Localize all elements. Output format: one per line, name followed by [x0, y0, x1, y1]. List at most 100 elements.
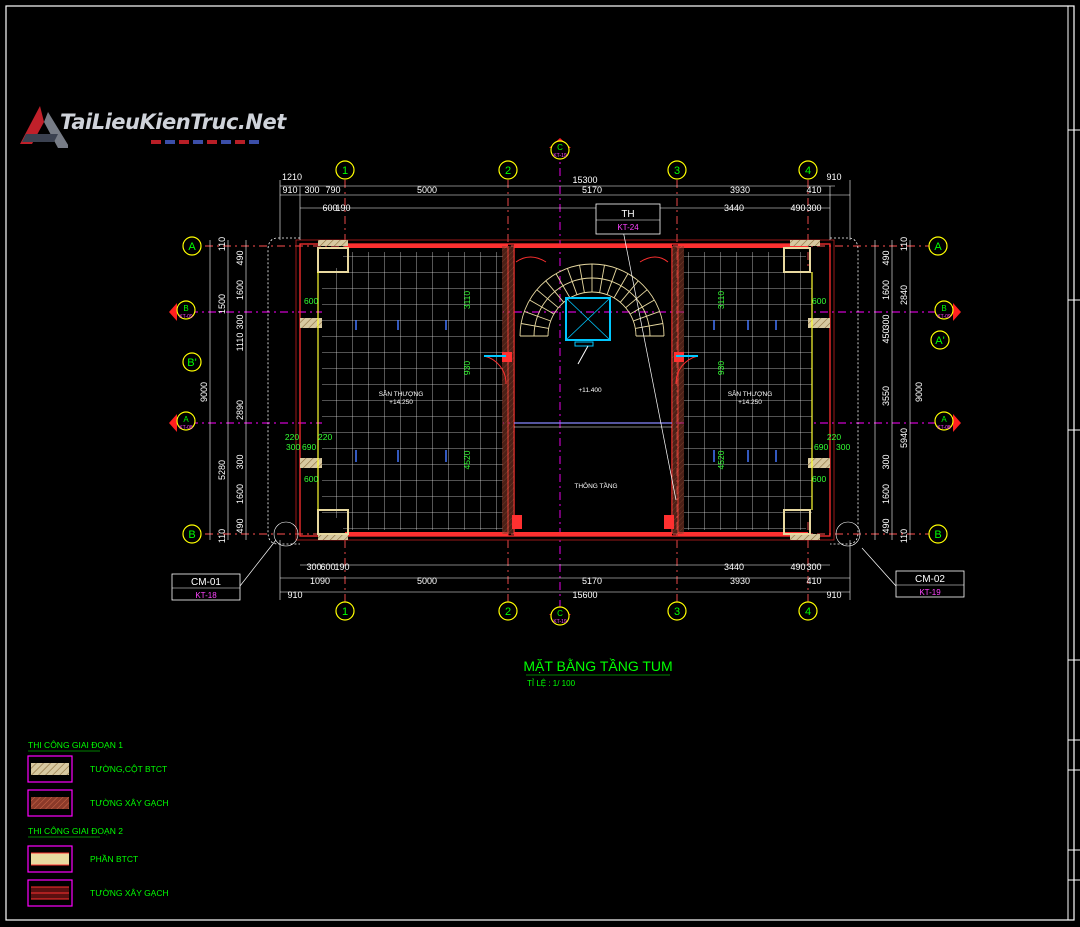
grid-bubble-1-bottom: 1 [335, 601, 355, 621]
watermark-color-bar [151, 140, 259, 146]
void-lines [514, 214, 677, 501]
dim-inner-930-left: 930 [462, 361, 472, 375]
svg-text:B: B [941, 304, 946, 313]
legend-swatch-concrete-wall [27, 755, 73, 783]
dim-inner-220-right-top: 220 [827, 432, 841, 442]
callout-cm02-ref: KT-19 [919, 588, 941, 597]
svg-text:C: C [557, 609, 563, 618]
dim-left-490-bottom: 490 [235, 518, 245, 533]
svg-text:A': A' [935, 335, 944, 347]
svg-text:KT-19: KT-19 [553, 153, 567, 159]
grid-axes [190, 150, 950, 615]
dim-inner-3110-right: 3110 [716, 291, 726, 310]
drawing-scale: TỈ LỆ : 1/ 100 [527, 679, 576, 688]
grid-bubble-a-left-top: A [182, 236, 202, 256]
legend-swatch-brick-wall [27, 789, 73, 817]
dim-top-600: 600 [322, 203, 337, 213]
dim-left-5280: 5280 [217, 460, 227, 480]
legend: THI CÔNG GIAI ĐOẠN 1 TƯỜNG,CỘT BTCT TƯỜN… [27, 740, 169, 907]
stair-tread [613, 273, 629, 299]
svg-text:B: B [188, 529, 195, 541]
watermark-logo-icon [20, 106, 68, 148]
svg-text:2: 2 [505, 606, 511, 618]
grid-bubbles-left: A B' B [182, 236, 202, 544]
room-right-name: SÂN THƯỢNG [728, 389, 773, 398]
grid-bubble-3-top: 3 [667, 160, 687, 180]
spiral-staircase [515, 256, 669, 337]
dim-top-490: 490 [790, 203, 805, 213]
callout-cm02-label: CM-02 [915, 574, 945, 585]
dim-right-110-bottom: 110 [899, 529, 909, 543]
dim-inner-300-right: 300 [836, 442, 850, 452]
dim-left-2890: 2890 [235, 400, 245, 420]
dim-inner-4520-left: 4520 [462, 450, 472, 469]
legend-phase2-title: THI CÔNG GIAI ĐOẠN 2 [28, 826, 123, 836]
grid-bubble-4-bottom: 4 [798, 601, 818, 621]
grid-bubble-b-right-bottom: B [928, 524, 948, 544]
dim-inner-600-b: 600 [304, 474, 318, 484]
floor-drains [355, 320, 777, 462]
legend-swatch-concrete-part [27, 845, 73, 873]
dimension-texts-left: 9000 110 490 1500 1600 300 1110 2890 528… [199, 237, 245, 543]
dim-bottom-300: 300 [306, 562, 321, 572]
dim-top-5000: 5000 [417, 185, 437, 195]
stair-tread [606, 268, 618, 295]
svg-text:A: A [188, 241, 196, 253]
dim-top-5170: 5170 [582, 185, 602, 195]
dim-top-910-right: 910 [826, 172, 841, 182]
dim-bottom-410: 410 [806, 576, 821, 586]
svg-text:A: A [934, 241, 942, 253]
wall-hatching [300, 240, 830, 540]
svg-text:4: 4 [805, 606, 811, 618]
grid-bubble-bp-left: B' [182, 352, 202, 372]
callout-th: TH KT-24 [595, 203, 661, 235]
dim-left-1600-bottom: 1600 [235, 484, 245, 504]
dim-left-300-bottom: 300 [235, 454, 245, 469]
dim-inner-220-left-top: 220 [285, 432, 299, 442]
dim-right-1600-bottom: 1600 [881, 484, 891, 504]
sheet-frame [5, 5, 1080, 921]
grid-bubbles-bottom: 1 2 3 4 [335, 601, 818, 621]
callout-cm01: CM-01 KT-18 [171, 521, 299, 601]
dim-bottom-910-right: 910 [826, 590, 841, 600]
stair-tread [633, 310, 660, 322]
dim-inner-220-mid: 220 [318, 432, 332, 442]
svg-text:1: 1 [342, 165, 348, 177]
stair-tread [566, 268, 578, 295]
dim-left-490-top: 490 [235, 250, 245, 265]
dim-inner-600-c: 600 [812, 296, 826, 306]
room-center-level: +11.400 [578, 387, 602, 394]
room-left-level: +14.250 [389, 399, 413, 406]
stair-tread [521, 323, 549, 329]
dim-top-300-right: 300 [806, 203, 821, 213]
dim-inner-690-right: 690 [814, 442, 828, 452]
dim-top-910: 910 [282, 185, 297, 195]
dim-top-410: 410 [806, 185, 821, 195]
dimension-texts-right: 9000 110 490 2840 1600 300 450 3550 5940… [881, 237, 924, 543]
svg-text:KT-19: KT-19 [553, 619, 567, 625]
svg-text:B: B [934, 529, 941, 541]
dim-bottom-490: 490 [790, 562, 805, 572]
stair-tread [599, 265, 605, 293]
watermark-text: TaiLieuKienTruc.Net [60, 110, 286, 134]
dim-inner-4520-right: 4520 [716, 450, 726, 469]
dim-right-300-top: 300 [881, 314, 891, 329]
dim-inner-3110-left: 3110 [462, 291, 472, 310]
grid-bubble-1-top: 1 [335, 160, 355, 180]
legend-item-concrete-wall: TƯỜNG,CỘT BTCT [90, 764, 167, 774]
stair-tread [619, 280, 639, 303]
grid-bubble-a-right-top: A [928, 236, 948, 256]
grid-bubble-ap-right: A' [930, 330, 950, 350]
section-mark-right-a: AKT-08 [934, 411, 961, 432]
svg-text:C: C [557, 143, 563, 152]
inner-dimension-texts: 220 220 300 690 220 690 300 600 600 600 … [285, 291, 851, 484]
dim-left-300-top: 300 [235, 314, 245, 329]
dim-inner-300-left: 300 [286, 442, 300, 452]
dim-bottom-3930: 3930 [730, 576, 750, 586]
callout-cm01-label: CM-01 [191, 577, 221, 588]
dim-right-3550: 3550 [881, 386, 891, 406]
grid-bubble-2-bottom: 2 [498, 601, 518, 621]
dim-right-overall: 9000 [914, 382, 924, 402]
svg-text:A: A [941, 415, 947, 424]
